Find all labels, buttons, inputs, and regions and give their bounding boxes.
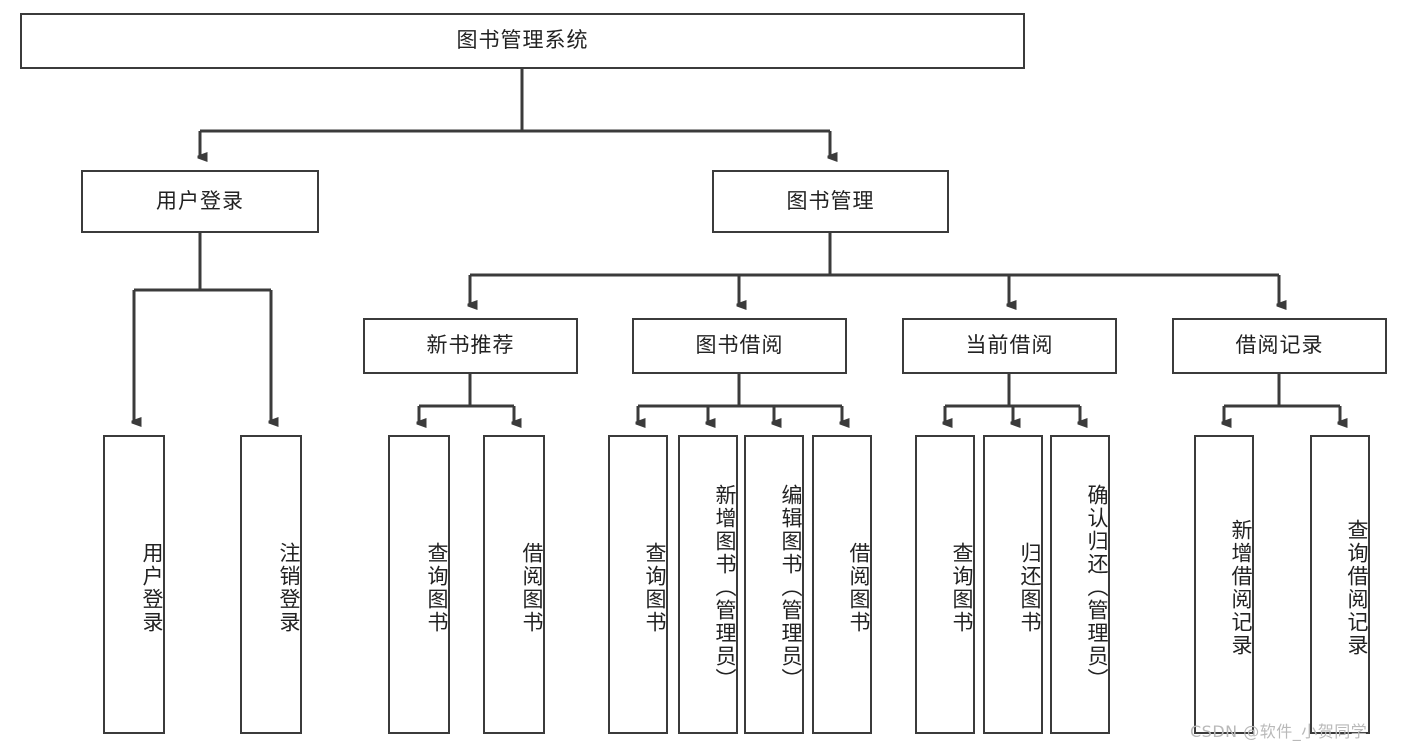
leaf-query-book-current[interactable]: 查询图书 bbox=[915, 435, 975, 734]
node-book-management-label: 图书管理 bbox=[786, 188, 875, 213]
node-book-management[interactable]: 图书管理 bbox=[712, 170, 949, 233]
node-new-book-recommend[interactable]: 新书推荐 bbox=[363, 318, 578, 374]
leaf-query-book-recommend[interactable]: 查询图书 bbox=[388, 435, 450, 734]
node-book-borrow-label: 图书借阅 bbox=[695, 333, 784, 358]
leaf-query-borrow-record[interactable]: 查询借阅记录 bbox=[1310, 435, 1370, 734]
leaf-query-book[interactable]: 查询图书 bbox=[608, 435, 668, 734]
leaf-borrow-book-recommend[interactable]: 借阅图书 bbox=[483, 435, 545, 734]
node-current-borrow-label: 当前借阅 bbox=[965, 333, 1054, 358]
leaf-user-logout[interactable]: 注销登录 bbox=[240, 435, 302, 734]
leaf-return-book-label: 归还图书 bbox=[1018, 541, 1042, 634]
node-new-book-recommend-label: 新书推荐 bbox=[426, 333, 515, 358]
csdn-watermark: CSDN @软件_小贺同学 bbox=[1190, 722, 1368, 741]
leaf-add-borrow-record-label: 新增借阅记录 bbox=[1229, 518, 1253, 657]
leaf-add-borrow-record[interactable]: 新增借阅记录 bbox=[1194, 435, 1254, 734]
leaf-query-book-current-label: 查询图书 bbox=[950, 541, 974, 634]
leaf-confirm-return-admin-label: 确认归还（管理员） bbox=[1085, 484, 1109, 691]
leaf-edit-book-admin[interactable]: 编辑图书（管理员） bbox=[744, 435, 804, 734]
node-borrow-record-label: 借阅记录 bbox=[1235, 333, 1324, 358]
leaf-add-book-admin[interactable]: 新增图书（管理员） bbox=[678, 435, 738, 734]
leaf-query-book-recommend-label: 查询图书 bbox=[425, 541, 449, 634]
leaf-user-login-label: 用户登录 bbox=[140, 541, 164, 634]
node-borrow-record[interactable]: 借阅记录 bbox=[1172, 318, 1387, 374]
leaf-borrow-book-recommend-label: 借阅图书 bbox=[520, 541, 544, 634]
leaf-user-logout-label: 注销登录 bbox=[277, 541, 301, 634]
node-user-login[interactable]: 用户登录 bbox=[81, 170, 319, 233]
leaf-query-borrow-record-label: 查询借阅记录 bbox=[1345, 518, 1369, 657]
node-root[interactable]: 图书管理系统 bbox=[20, 13, 1025, 69]
leaf-borrow-book-label: 借阅图书 bbox=[847, 541, 871, 634]
leaf-query-book-label: 查询图书 bbox=[643, 541, 667, 634]
leaf-borrow-book[interactable]: 借阅图书 bbox=[812, 435, 872, 734]
node-user-login-label: 用户登录 bbox=[156, 188, 244, 213]
leaf-edit-book-admin-label: 编辑图书（管理员） bbox=[779, 484, 803, 691]
node-current-borrow[interactable]: 当前借阅 bbox=[902, 318, 1117, 374]
leaf-add-book-admin-label: 新增图书（管理员） bbox=[713, 484, 737, 691]
leaf-return-book[interactable]: 归还图书 bbox=[983, 435, 1043, 734]
node-root-label: 图书管理系统 bbox=[456, 28, 589, 53]
node-book-borrow[interactable]: 图书借阅 bbox=[632, 318, 847, 374]
leaf-confirm-return-admin[interactable]: 确认归还（管理员） bbox=[1050, 435, 1110, 734]
leaf-user-login[interactable]: 用户登录 bbox=[103, 435, 165, 734]
